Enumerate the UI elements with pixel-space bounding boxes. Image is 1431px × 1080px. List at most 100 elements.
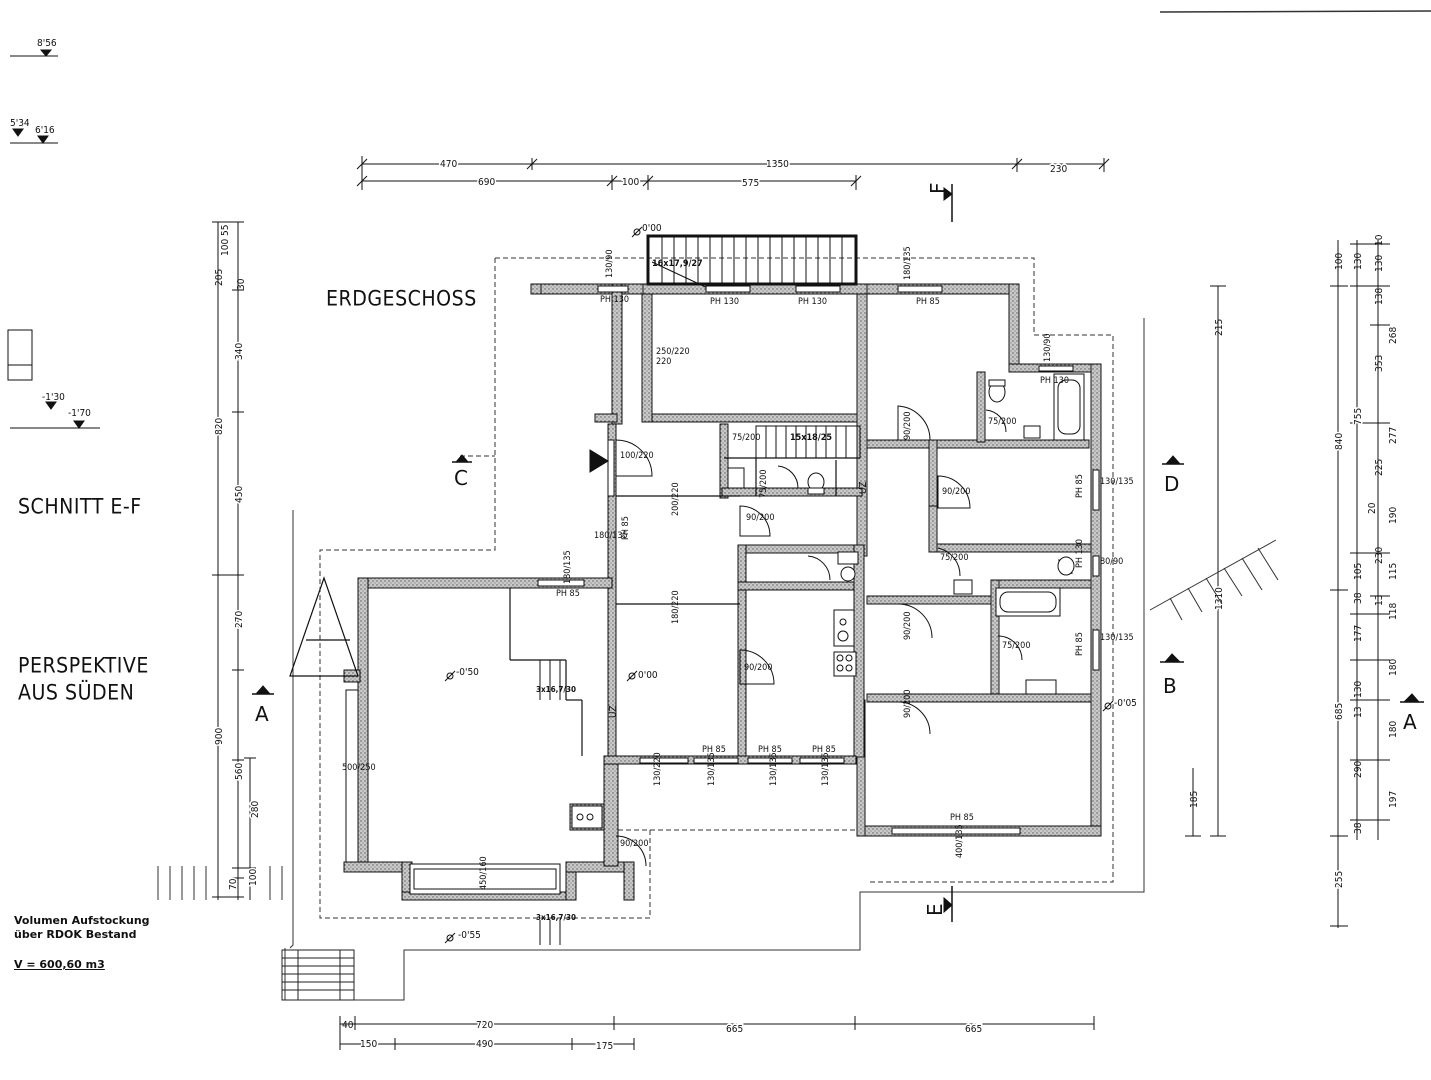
exterior-stair-sw: [281, 949, 355, 1001]
dim-right-840: 840: [1334, 433, 1345, 450]
dim-right-20: 20: [1367, 502, 1378, 514]
dim-right-130b: 130: [1353, 681, 1364, 698]
door-size-label: 90/200: [744, 663, 772, 673]
ph-85-dining: PH 85: [556, 589, 580, 599]
sheet-edge-line: [1159, 10, 1431, 13]
uz-label-2: UZ: [608, 705, 619, 718]
level-534: 5'34: [10, 118, 30, 129]
dim-right-755: 755: [1353, 408, 1364, 425]
inner-stair: [755, 425, 861, 459]
door-size-label: 75/200: [940, 553, 968, 563]
dim-left-55: 55: [220, 225, 231, 236]
door-size-label: 130/135: [1100, 477, 1134, 487]
level-stair-top: 0'00: [642, 223, 662, 234]
section-markers: [252, 184, 1424, 922]
windows: [345, 285, 1100, 895]
dim-right-180a: 180: [1388, 659, 1399, 676]
ph-85-bath2: PH 85: [1075, 632, 1085, 656]
door-size-label: 130/90: [605, 250, 615, 278]
partitions: [509, 457, 860, 756]
stair-living-label: 3x16,7/30: [536, 685, 576, 694]
ph-130-b: PH 130: [710, 297, 739, 307]
door-size-label: 90/200: [620, 839, 648, 849]
level-east: -0'05: [1114, 698, 1137, 709]
section-marker-e: E: [923, 903, 947, 916]
level-856: 8'56: [37, 38, 57, 49]
dim-bottom-490: 490: [476, 1039, 493, 1050]
door-size-label: 500/250: [342, 763, 376, 773]
door-size-label: 90/200: [903, 612, 913, 640]
dim-left-340: 340: [234, 343, 245, 360]
door-size-label: 130/135: [769, 752, 779, 786]
door-size-label: 180/135: [594, 531, 628, 541]
door-size-label: 130/135: [821, 752, 831, 786]
dim-right-225: 225: [1374, 459, 1385, 476]
section-marker-a-left: A: [255, 702, 269, 726]
dim-left-205: 205: [214, 269, 225, 286]
level-616: 6'16: [35, 125, 55, 136]
level-living: -0'50: [456, 667, 479, 678]
door-size-labels: 130/90 250/220 220 180/135 130/90 75/200…: [342, 246, 1134, 890]
terrace-steps: [539, 920, 561, 945]
dim-right-353: 353: [1374, 355, 1385, 372]
ph-85-se: PH 85: [950, 813, 974, 823]
ph-85-s3: PH 85: [812, 745, 836, 755]
dim-right-115: 115: [1388, 563, 1399, 580]
level-hall: 0'00: [638, 670, 658, 681]
dim-bottom-40: 40: [342, 1020, 354, 1031]
dim-bottom-665b: 665: [965, 1024, 982, 1035]
door-size-label: 200/220: [671, 482, 681, 516]
door-size-label: 90/200: [746, 513, 774, 523]
dim-right-190: 190: [1388, 507, 1399, 524]
ph-130-c: PH 130: [798, 297, 827, 307]
dim-left-30: 30: [236, 278, 247, 290]
dim-right-118: 118: [1388, 603, 1399, 620]
door-swings: [615, 405, 1073, 867]
entrance-arrow: [589, 449, 609, 473]
door-size-label: 75/200: [732, 433, 760, 443]
uz-label-1: UZ: [858, 481, 869, 494]
section-marker-c: C: [454, 466, 468, 490]
right-dimension-chain: [1185, 240, 1390, 928]
dim-right-100: 130: [1353, 253, 1364, 270]
ph-85-s2: PH 85: [758, 745, 782, 755]
living-steps: [539, 660, 561, 700]
dim-left-70: 70: [228, 878, 239, 890]
dim-left-560: 560: [234, 763, 245, 780]
dim-top-690: 690: [478, 177, 495, 188]
stair-main-label: 16x17,9/27: [652, 259, 703, 269]
dim-top-470: 470: [440, 159, 457, 170]
walls: [343, 283, 1102, 901]
door-size-label: 80/90: [1100, 557, 1123, 567]
ph-85-hall: PH 85: [621, 516, 631, 540]
dim-bottom-665a: 665: [726, 1024, 743, 1035]
dim-left-100: 100: [248, 869, 259, 886]
perspective-title-line1: PERSPEKTIVE: [18, 653, 149, 679]
ph-130-bath: PH 130: [1040, 376, 1069, 386]
door-size-label: 130/135: [1100, 633, 1134, 643]
sanitary-fixtures: [571, 373, 1085, 829]
dim-east-215: 215: [1214, 319, 1225, 336]
dim-top-100: 100: [622, 177, 639, 188]
dim-right-685: 685: [1334, 703, 1345, 720]
door-size-label: 130/90: [1043, 334, 1053, 362]
ph-85-room-d: PH 85: [1075, 474, 1085, 498]
dashed-outline: [319, 257, 1114, 919]
ph-85-ne: PH 85: [916, 297, 940, 307]
stair-inner-label: 15x18/25: [790, 433, 832, 443]
floor-title: ERDGESCHOSS: [326, 286, 477, 312]
dim-right-38a: 38: [1353, 592, 1364, 604]
ph-130-a: PH 130: [600, 295, 629, 305]
dim-right-130a: 100: [1334, 253, 1345, 270]
dim-right-138: 138: [1374, 288, 1385, 305]
section-title: SCHNITT E-F: [18, 494, 142, 520]
volume-note-line1: Volumen Aufstockung: [14, 914, 150, 927]
door-size-label: 450/160: [479, 856, 489, 890]
door-size-label: 90/200: [903, 690, 913, 718]
door-size-label: 180/135: [903, 246, 913, 280]
dim-right-277: 277: [1388, 427, 1399, 444]
level-crosshairs: [444, 226, 1114, 944]
door-size-label: 75/200: [1002, 641, 1030, 651]
door-size-label: 250/220: [656, 347, 690, 357]
dim-top-575: 575: [742, 178, 759, 189]
